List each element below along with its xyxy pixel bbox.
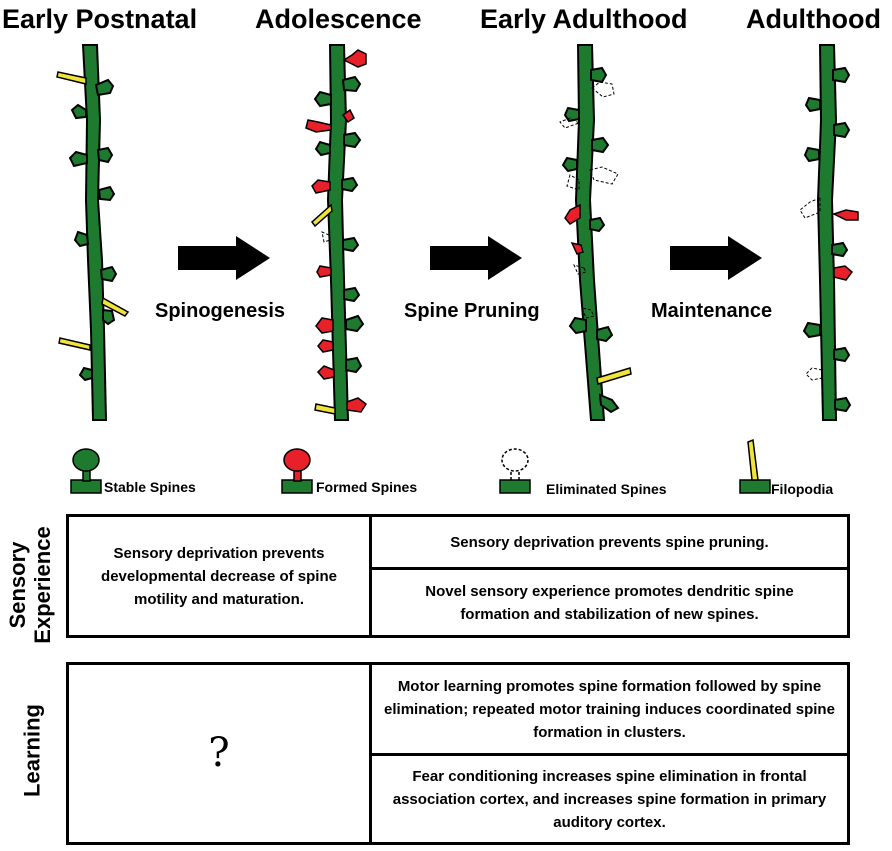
eliminated-spine-icon <box>499 448 531 494</box>
dendrite-early-postnatal <box>68 44 118 421</box>
learning-right-top-cell: Motor learning promotes spine formation … <box>384 677 835 741</box>
sensory-experience-table: Sensory deprivation prevents development… <box>66 514 850 638</box>
formed-spines-adolescence <box>305 49 368 413</box>
eliminated-spine-adolescence <box>321 231 331 243</box>
legend-formed-spines: Formed Spines <box>316 479 418 495</box>
stable-spine-icon <box>70 448 102 494</box>
filopodia-icon <box>739 438 771 494</box>
dendrite-early-adulthood <box>561 44 620 421</box>
filopodia-adolescence <box>310 203 336 415</box>
label-maintenance: Maintenance <box>651 300 773 322</box>
arrow-maintenance <box>670 236 762 280</box>
legend-stable-spines: Stable Spines <box>104 479 196 495</box>
formed-spines-early-adulthood <box>564 203 584 255</box>
eliminated-spines-adulthood <box>799 197 823 381</box>
stage-title-early-adulthood: Early Adulthood <box>480 4 688 34</box>
label-spinogenesis: Spinogenesis <box>155 300 286 322</box>
formed-spines-adulthood <box>832 209 859 281</box>
filopodia-early-postnatal <box>56 71 130 351</box>
eliminated-spines-early-adulthood <box>559 81 619 319</box>
stage-title-adulthood: Adulthood <box>746 4 881 34</box>
arrow-spinogenesis <box>178 236 270 280</box>
sensory-right-top-cell: Sensory deprivation prevents spine pruni… <box>450 533 769 551</box>
learning-label: Learning <box>19 704 45 797</box>
dendrite-diagram <box>56 44 859 494</box>
sensory-left-cell: Sensory deprivation prevents development… <box>101 544 337 608</box>
filopodia-early-adulthood <box>596 367 632 385</box>
dendrite-adulthood <box>802 44 852 421</box>
stage-title-adolescence: Adolescence <box>255 4 422 34</box>
legend-eliminated-spines: Eliminated Spines <box>546 481 667 497</box>
stage-title-early-postnatal: Early Postnatal <box>2 4 198 34</box>
learning-left-cell: ? <box>208 730 230 776</box>
learning-right-bottom-cell: Fear conditioning increases spine elimin… <box>392 767 827 831</box>
sensory-right-bottom-cell: Novel sensory experience promotes dendri… <box>425 582 794 623</box>
dendrite-adolescence <box>313 44 365 421</box>
arrow-spine-pruning <box>430 236 522 280</box>
sensory-experience-label: Sensory Experience <box>5 526 55 644</box>
label-spine-pruning: Spine Pruning <box>404 300 540 322</box>
formed-spine-icon <box>281 448 313 494</box>
learning-table: ? Motor learning promotes spine formatio… <box>66 662 850 845</box>
legend-filopodia: Filopodia <box>771 481 834 497</box>
